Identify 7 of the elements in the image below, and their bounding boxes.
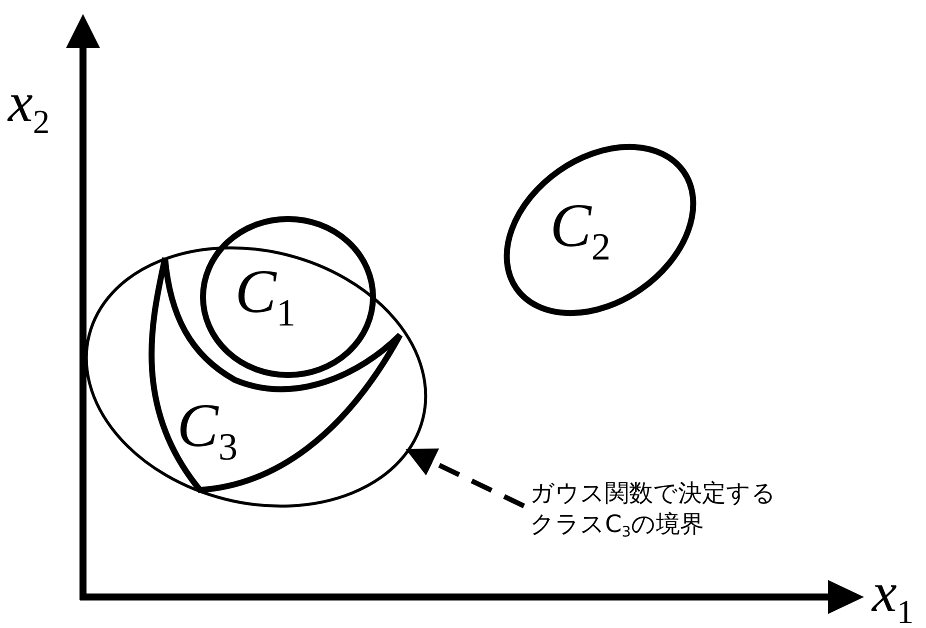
dashed-arrow <box>406 448 526 508</box>
class-label: C$_{1}$ <box>235 261 296 333</box>
annotation-text: ガウス関数で決定するクラスC$_{3}$の境界 <box>530 478 777 542</box>
class-label: C$_{2}$ <box>550 195 611 267</box>
axis-label: x$_{2}$ <box>8 75 50 140</box>
axis-label: x$_{1}$ <box>872 565 914 628</box>
class-label: C$_{3}$ <box>177 395 238 467</box>
